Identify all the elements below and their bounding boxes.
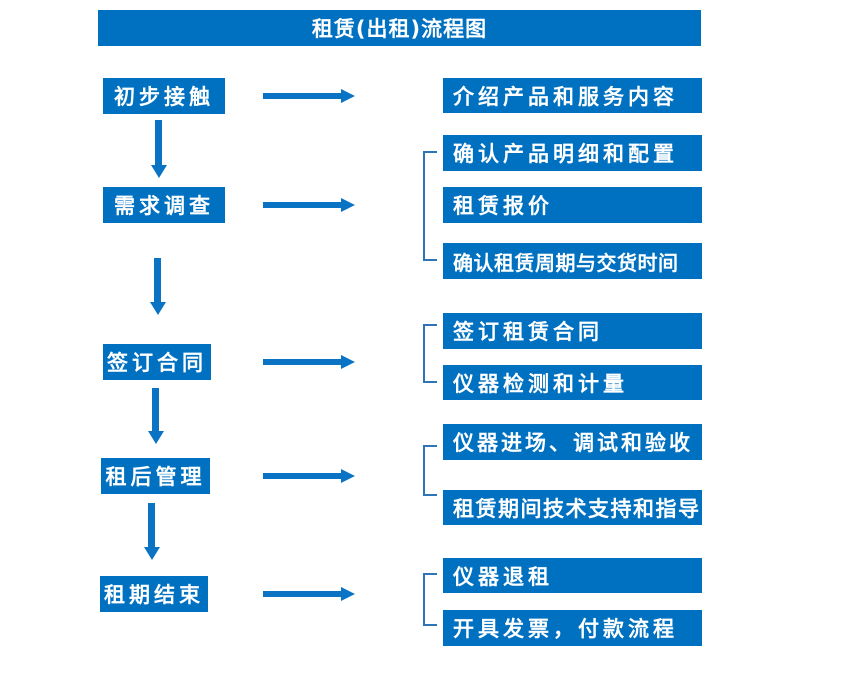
step-label: 需求调查: [114, 194, 214, 218]
flow-detail-instrument-return: 仪器退租: [443, 558, 702, 593]
detail-label: 介绍产品和服务内容: [453, 84, 678, 109]
arrow-down-icon: [144, 503, 160, 560]
arrow-head: [144, 547, 160, 560]
flow-step-post-rental-management: 租后管理: [101, 458, 210, 494]
flow-detail-rental-tech-support: 租赁期间技术支持和指导: [443, 490, 702, 525]
detail-label: 确认产品明细和配置: [453, 142, 678, 166]
group-bracket-post-rental: [423, 445, 437, 496]
arrow-right-icon: [263, 469, 355, 483]
step-label: 租后管理: [105, 465, 206, 489]
group-bracket-sign-contract: [423, 324, 437, 383]
group-bracket-rental-end: [423, 573, 437, 626]
flowchart-title: 租赁(出租)流程图: [311, 17, 488, 41]
detail-label: 确认租赁周期与交货时间: [453, 250, 679, 275]
arrow-head: [341, 355, 355, 369]
arrow-shaft: [152, 388, 159, 431]
arrow-down-icon: [148, 388, 164, 444]
arrow-head: [148, 431, 164, 444]
arrow-head: [341, 587, 355, 601]
arrow-head: [341, 469, 355, 483]
detail-label: 签订租赁合同: [453, 320, 603, 344]
detail-label: 仪器检测和计量: [453, 371, 628, 396]
step-label: 初步接触: [114, 85, 214, 109]
detail-label: 租赁期间技术支持和指导: [453, 496, 701, 521]
arrow-shaft: [154, 258, 161, 302]
arrow-head: [341, 89, 355, 103]
arrow-down-icon: [150, 258, 166, 315]
detail-label: 租赁报价: [453, 194, 553, 218]
flow-detail-introduce-product-services: 介绍产品和服务内容: [443, 78, 702, 113]
arrow-shaft: [155, 120, 162, 165]
arrow-head: [150, 302, 166, 315]
arrow-down-icon: [151, 120, 167, 178]
arrow-shaft: [263, 473, 341, 479]
arrow-shaft: [263, 591, 341, 597]
step-label: 租期结束: [104, 583, 204, 607]
flowchart-title-bar: 租赁(出租)流程图: [98, 10, 701, 46]
arrow-shaft: [263, 202, 341, 208]
detail-label: 仪器进场、调试和验收: [453, 431, 693, 455]
arrow-shaft: [148, 503, 155, 547]
arrow-head: [151, 165, 167, 178]
flow-step-rental-end: 租期结束: [100, 576, 208, 612]
flow-step-initial-contact: 初步接触: [103, 78, 225, 114]
arrow-right-icon: [263, 198, 355, 212]
flow-detail-instrument-entry-acceptance: 仪器进场、调试和验收: [443, 424, 702, 460]
flow-detail-confirm-rental-period-delivery: 确认租赁周期与交货时间: [443, 243, 702, 279]
group-bracket-demand-survey: [423, 151, 437, 261]
arrow-right-icon: [263, 355, 355, 369]
arrow-head: [341, 198, 355, 212]
flow-detail-rental-quotation: 租赁报价: [443, 187, 702, 223]
flow-step-demand-survey: 需求调查: [103, 187, 225, 223]
flow-detail-sign-rental-contract: 签订租赁合同: [443, 313, 702, 349]
arrow-shaft: [263, 93, 341, 99]
arrow-right-icon: [263, 89, 355, 103]
flow-step-sign-contract: 签订合同: [103, 344, 211, 380]
detail-label: 开具发票，付款流程: [453, 617, 678, 641]
flow-detail-confirm-product-config: 确认产品明细和配置: [443, 135, 702, 171]
arrow-right-icon: [263, 587, 355, 601]
arrow-shaft: [263, 359, 341, 365]
flow-detail-instrument-testing-metering: 仪器检测和计量: [443, 365, 702, 400]
flow-detail-invoice-payment: 开具发票，付款流程: [443, 610, 702, 646]
detail-label: 仪器退租: [453, 564, 553, 589]
step-label: 签订合同: [107, 351, 207, 375]
